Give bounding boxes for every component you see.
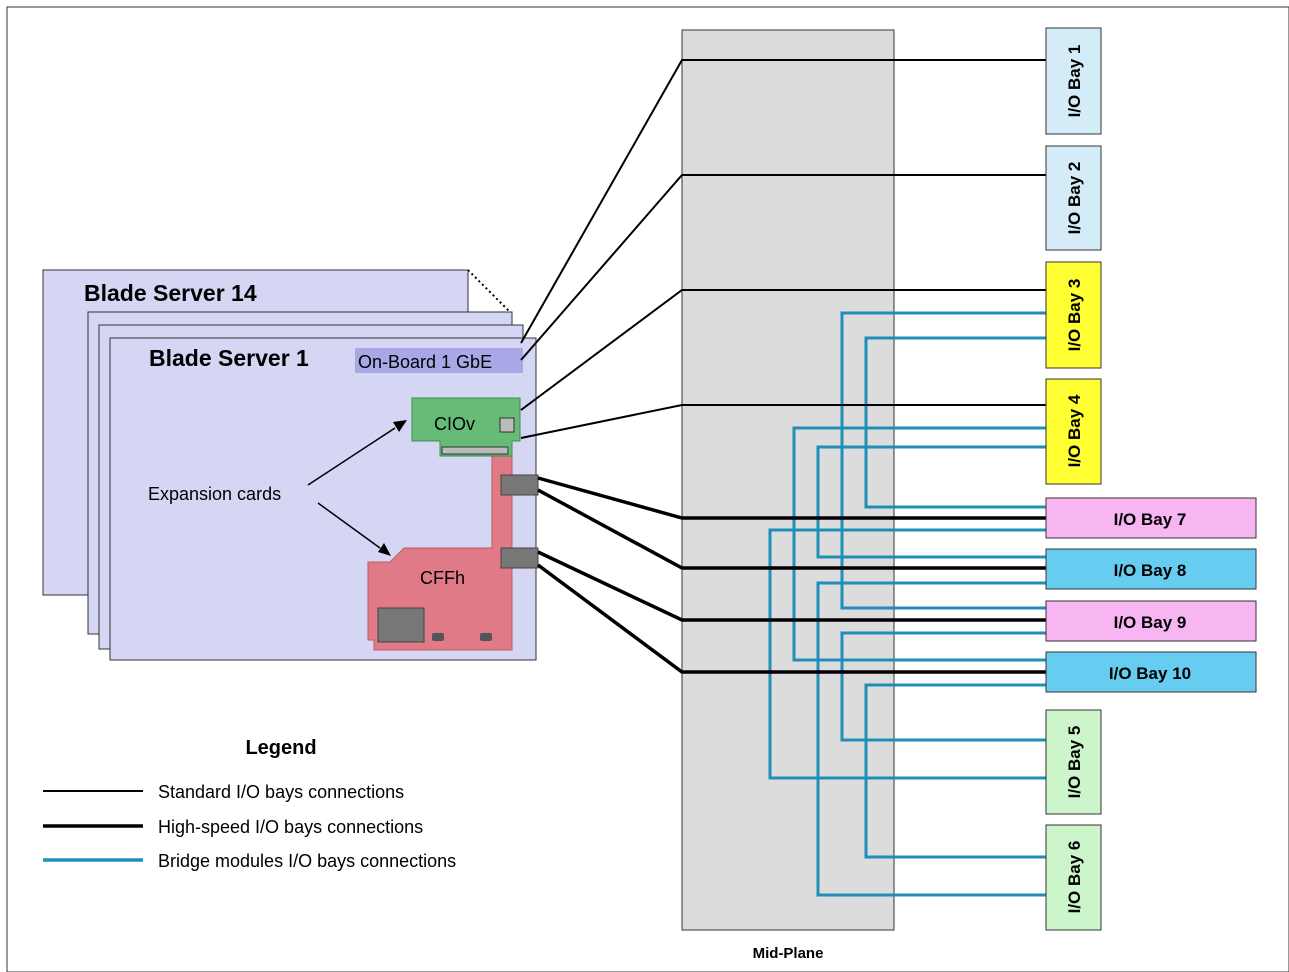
cffh-chip: [377, 607, 425, 643]
legend-highspeed-label: High-speed I/O bays connections: [158, 817, 423, 837]
io-bay-3-box: [1045, 261, 1102, 369]
arrow-to-ciov-head: [393, 420, 407, 432]
std-conn-bay1: [520, 59, 1046, 344]
midplane-label: Mid-Plane: [753, 945, 824, 962]
legend-standard-label: Standard I/O bays connections: [158, 782, 404, 802]
io-bay-3: I/O Bay 3: [1045, 261, 1102, 369]
hs-conn-bay10: [536, 563, 1046, 674]
io-bay-7-label: I/O Bay 7: [1114, 510, 1187, 529]
io-bay-8: I/O Bay 8: [1045, 548, 1257, 590]
cffh-port-1: [500, 474, 539, 496]
hs-conn-bay8: [537, 488, 1046, 570]
io-bay-4-label: I/O Bay 4: [1065, 394, 1084, 467]
io-bay-9-label: I/O Bay 9: [1114, 613, 1187, 632]
io-bay-1-box: [1045, 27, 1102, 135]
midplane: [681, 29, 895, 931]
io-bay-1-label: I/O Bay 1: [1065, 45, 1084, 118]
std-conn-bay2: [520, 174, 1046, 361]
onboard-gbe-box: [355, 348, 523, 373]
ciov-port: [499, 417, 515, 433]
arrow-to-cffh: [317, 502, 381, 549]
ciov-card: CIOv: [411, 397, 521, 457]
ciov-label: CIOv: [434, 414, 475, 434]
io-bay-8-box: [1045, 548, 1257, 590]
io-bay-5-box: [1045, 709, 1102, 815]
io-bay-4: I/O Bay 4: [1045, 378, 1102, 485]
arrow-to-ciov: [307, 427, 396, 486]
blade-server-1-title: Blade Server 1: [149, 345, 309, 371]
io-bay-2: I/O Bay 2: [1045, 145, 1102, 251]
io-bay-10: I/O Bay 10: [1045, 651, 1257, 693]
expansion-arrows: [307, 420, 407, 556]
io-bay-10-label: I/O Bay 10: [1109, 664, 1191, 683]
onboard-gbe-label: On-Board 1 GbE: [358, 352, 492, 372]
io-bay-3-label: I/O Bay 3: [1065, 279, 1084, 352]
io-bay-1: I/O Bay 1: [1045, 27, 1102, 135]
legend: Legend Standard I/O bays connections Hig…: [43, 737, 456, 871]
io-bay-6: I/O Bay 6: [1045, 824, 1102, 931]
arrow-to-cffh-head: [378, 543, 391, 556]
bridge-connections: [768, 311, 1046, 897]
blade-server-stack: Blade Server 14 Blade Server 1 On-Board …: [42, 269, 537, 661]
io-bay-7-box: [1045, 497, 1257, 539]
bridge-bay9-bay5: [840, 631, 1046, 742]
legend-bridge-label: Bridge modules I/O bays connections: [158, 851, 456, 871]
cffh-card: CFFh: [367, 454, 539, 651]
cffh-connector-2: [480, 633, 492, 641]
cffh-board: [367, 454, 513, 651]
blade-server-14-title: Blade Server 14: [84, 280, 257, 306]
io-bay-2-box: [1045, 145, 1102, 251]
highspeed-connections: [536, 476, 1046, 674]
io-bay-7: I/O Bay 7: [1045, 497, 1257, 539]
bridge-bay3-bay9: [840, 311, 1046, 610]
bridge-bay10-bay6: [864, 683, 1046, 859]
io-bay-6-box: [1045, 824, 1102, 931]
cffh-connector-1: [432, 633, 444, 641]
io-bay-9-box: [1045, 600, 1257, 642]
io-bay-10-box: [1045, 651, 1257, 693]
io-bay-6-label: I/O Bay 6: [1065, 841, 1084, 914]
io-bay-8-label: I/O Bay 8: [1114, 561, 1187, 580]
io-bay-5: I/O Bay 5: [1045, 709, 1102, 815]
ciov-board: [411, 397, 521, 457]
std-conn-bay3: [520, 289, 1046, 411]
cffh-label: CFFh: [420, 568, 465, 588]
cffh-port-2: [500, 547, 539, 569]
ciov-connector: [441, 446, 509, 455]
bridge-bay3-bay7: [864, 336, 1046, 509]
bridge-bay4-bay8: [816, 445, 1046, 559]
bridge-bay8-bay6: [816, 581, 1046, 897]
std-conn-bay4: [520, 404, 1046, 439]
legend-title: Legend: [245, 737, 316, 759]
io-bay-9: I/O Bay 9: [1045, 600, 1257, 642]
hs-conn-bay9: [537, 550, 1046, 622]
io-bay-2-label: I/O Bay 2: [1065, 162, 1084, 235]
standard-connections: [520, 59, 1046, 439]
hs-conn-bay7: [537, 476, 1046, 520]
expansion-cards-label: Expansion cards: [148, 484, 281, 504]
io-bay-4-box: [1045, 378, 1102, 485]
io-bay-5-label: I/O Bay 5: [1065, 726, 1084, 799]
bridge-bay4-bay10: [792, 426, 1046, 662]
bridge-bay7-bay5: [768, 528, 1046, 780]
